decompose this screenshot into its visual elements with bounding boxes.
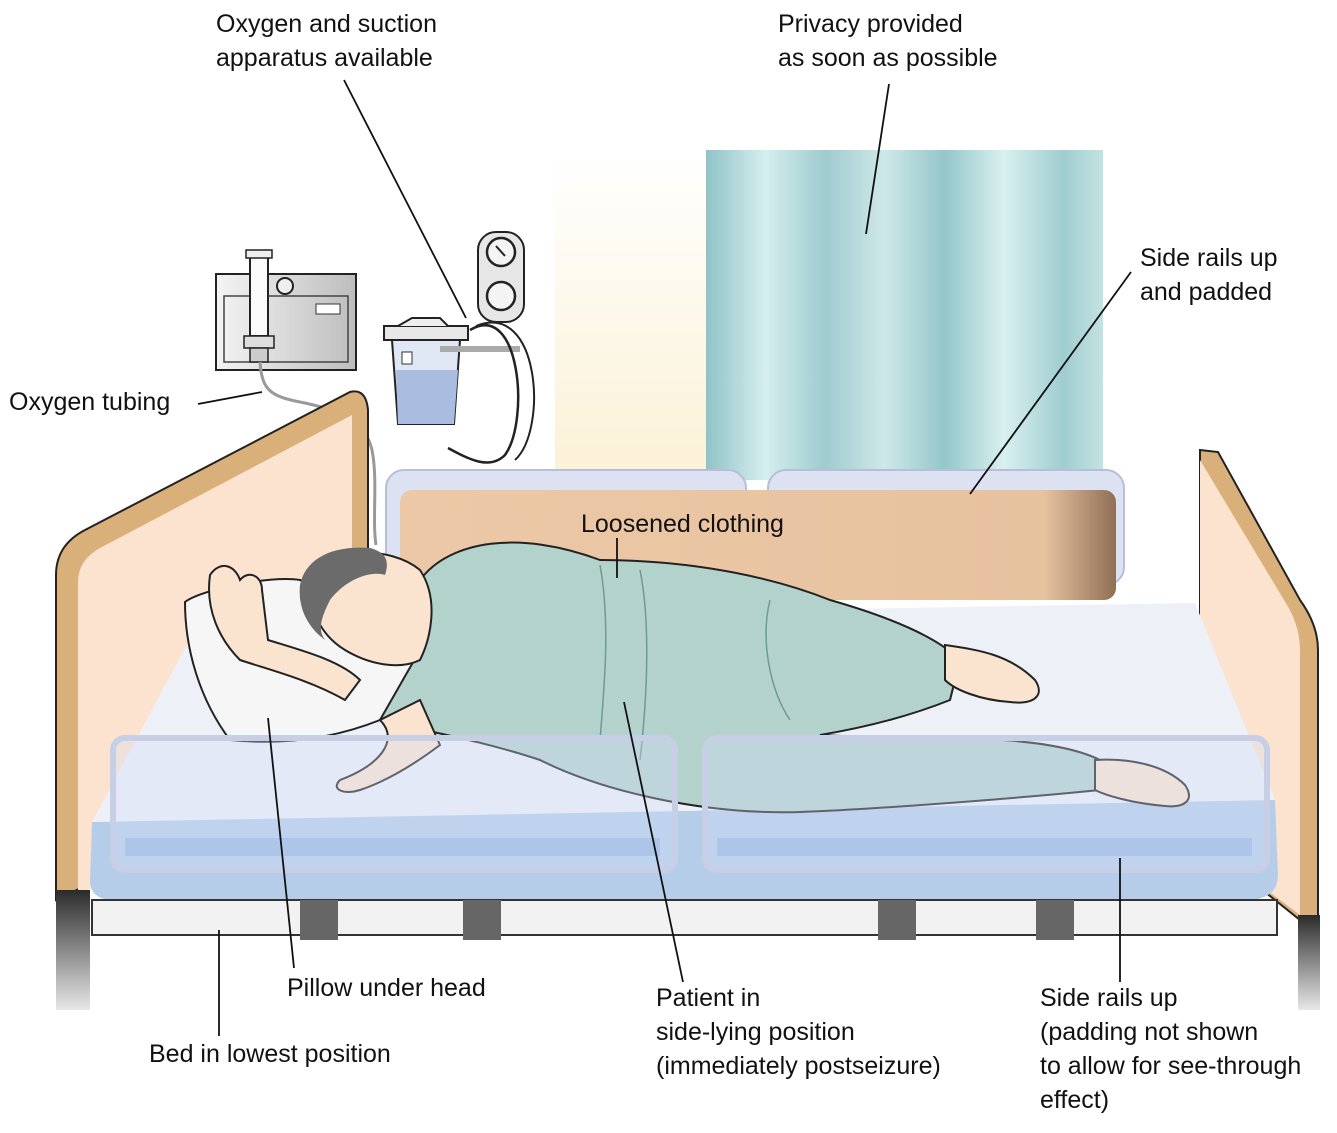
label-line: Pillow under head bbox=[287, 974, 486, 1002]
near-side-rails bbox=[110, 735, 1270, 873]
label-rails-padded: Side rails up and padded bbox=[1140, 241, 1278, 309]
label-oxygen-tubing: Oxygen tubing bbox=[9, 385, 170, 419]
label-loosened-clothing: Loosened clothing bbox=[581, 507, 784, 541]
label-line: (padding not shown bbox=[1040, 1018, 1259, 1046]
leader-lines bbox=[197, 79, 1132, 1036]
label-line: side-lying position bbox=[656, 1018, 855, 1046]
label-privacy: Privacy provided as soon as possible bbox=[778, 7, 998, 75]
leader-oxygen-suction bbox=[343, 79, 467, 319]
privacy-curtain bbox=[706, 150, 1103, 480]
label-line: as soon as possible bbox=[778, 44, 998, 72]
leader-patient bbox=[623, 701, 684, 983]
label-line: to allow for see-through bbox=[1040, 1052, 1302, 1080]
label-line: (immediately postseizure) bbox=[656, 1052, 941, 1080]
label-line: Oxygen tubing bbox=[9, 388, 171, 416]
oxygen-wall-unit bbox=[215, 249, 357, 371]
label-line: Loosened clothing bbox=[581, 510, 784, 538]
label-line: effect) bbox=[1040, 1086, 1110, 1114]
label-line: Privacy provided bbox=[778, 10, 963, 38]
label-oxygen-suction: Oxygen and suction apparatus available bbox=[216, 7, 437, 75]
window-light bbox=[555, 152, 715, 482]
label-pillow: Pillow under head bbox=[287, 971, 486, 1005]
label-line: and padded bbox=[1140, 278, 1273, 306]
label-bed-lowest: Bed in lowest position bbox=[149, 1037, 391, 1071]
leader-rails-padded bbox=[969, 271, 1132, 495]
patient-figure bbox=[183, 541, 1190, 814]
label-line: Bed in lowest position bbox=[149, 1040, 391, 1068]
leader-privacy bbox=[865, 83, 890, 235]
label-line: Oxygen and suction bbox=[216, 10, 437, 38]
label-line: apparatus available bbox=[216, 44, 433, 72]
label-line: Side rails up bbox=[1040, 984, 1178, 1012]
suction-apparatus bbox=[383, 231, 536, 464]
leader-pillow bbox=[267, 717, 295, 969]
label-line: Side rails up bbox=[1140, 244, 1278, 272]
label-rails-see-through: Side rails up (padding not shown to allo… bbox=[1040, 981, 1301, 1117]
label-line: Patient in bbox=[656, 984, 761, 1012]
label-patient: Patient in side-lying position (immediat… bbox=[656, 981, 941, 1083]
leader-oxygen-tubing bbox=[197, 391, 263, 405]
